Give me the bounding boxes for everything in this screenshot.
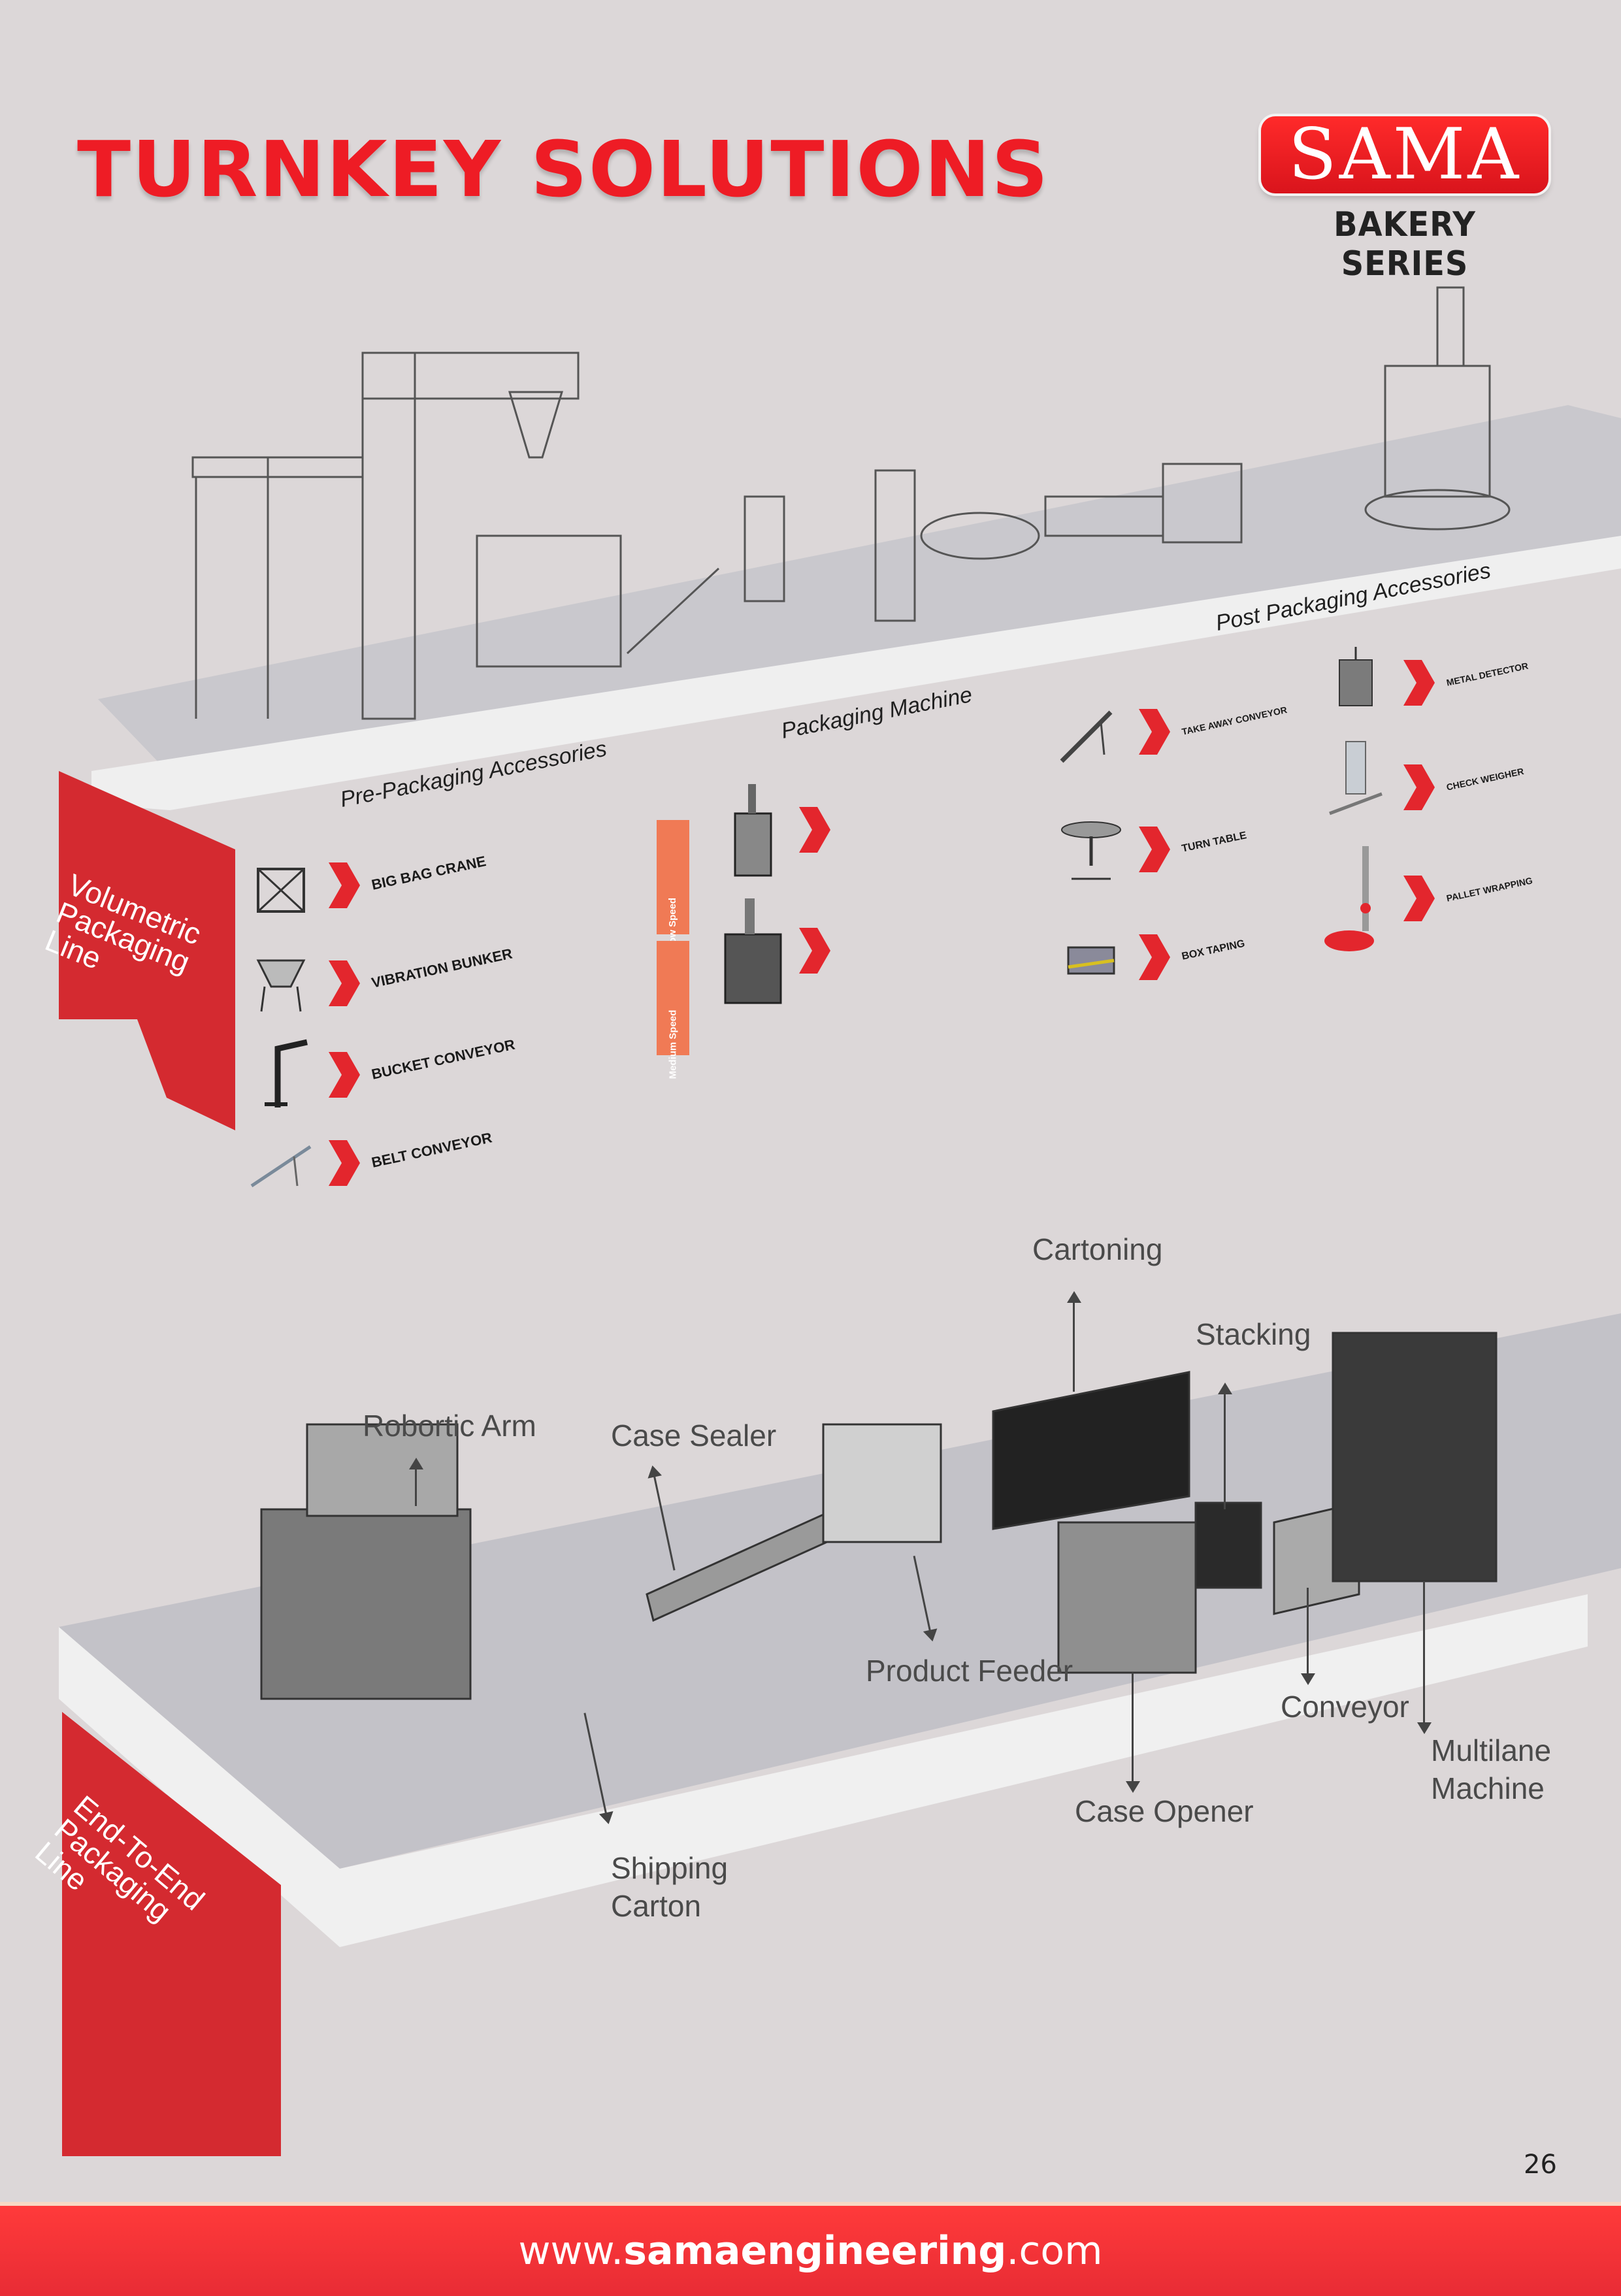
bunker-icon xyxy=(245,947,317,1019)
callout-shipping-line-2: Carton xyxy=(611,1889,702,1923)
chevron-right-icon xyxy=(1403,764,1435,810)
lower-platform-top xyxy=(59,1313,1621,1869)
chevron-right-icon xyxy=(329,960,360,1006)
pre-item-big-bag-crane[interactable]: BIG BAG CRANE xyxy=(245,849,488,921)
arrow-up-icon xyxy=(1067,1291,1081,1392)
speed-tag-low: Low Speed xyxy=(657,820,689,949)
lower-ribbon xyxy=(62,1712,281,2156)
chevron-right-icon xyxy=(1139,827,1170,872)
arrow-down-icon xyxy=(1417,1581,1432,1734)
packaging-machine-icon xyxy=(715,784,787,877)
arrow-up-icon xyxy=(409,1458,423,1506)
packaging-machine-icon xyxy=(715,898,787,1004)
callout-multilane-machine: Multilane Machine xyxy=(1431,1731,1551,1807)
callout-cartoning: Cartoning xyxy=(1032,1232,1163,1266)
item-label: METAL DETECTOR xyxy=(1445,660,1530,688)
pallet-wrapping-icon xyxy=(1320,846,1392,951)
chevron-right-icon xyxy=(1403,876,1435,921)
arrow-down-icon xyxy=(1301,1588,1315,1685)
upper-platform-top xyxy=(98,405,1621,778)
logo-badge: SAMA xyxy=(1261,116,1548,193)
logo-brand: SAMA xyxy=(1288,114,1522,195)
post-item-metal-detector[interactable]: METAL DETECTOR xyxy=(1320,647,1530,719)
end-to-end-machinery-drawing xyxy=(260,1332,1498,1700)
page-title: TURNKEY SOLUTIONS xyxy=(77,124,1050,214)
callout-case-sealer: Case Sealer xyxy=(611,1419,777,1452)
metal-detector-icon xyxy=(1320,647,1392,719)
website-link[interactable]: www.samaengineering.com xyxy=(518,2228,1103,2274)
callout-robotic-arm: Robortic Arm xyxy=(363,1409,536,1443)
bucket-conveyor-icon xyxy=(245,1039,317,1111)
item-label: BOX TAPING xyxy=(1181,938,1246,962)
crane-icon xyxy=(245,849,317,921)
post-item-take-away-conveyor[interactable]: TAKE AWAY CONVEYOR xyxy=(1055,696,1289,768)
chevron-right-icon xyxy=(1139,709,1170,755)
chevron-right-icon xyxy=(1139,934,1170,980)
post-item-box-taping[interactable]: BOX TAPING xyxy=(1055,921,1246,993)
chevron-right-icon xyxy=(799,807,830,853)
chevron-right-icon xyxy=(799,928,830,974)
callout-case-opener: Case Opener xyxy=(1075,1794,1254,1828)
post-item-check-weigher[interactable]: CHECK WEIGHER xyxy=(1320,741,1526,823)
brand-logo: SAMA BAKERY SERIES xyxy=(1261,116,1548,284)
chevron-right-icon xyxy=(329,1052,360,1098)
pre-item-bucket-conveyor[interactable]: BUCKET CONVEYOR xyxy=(245,1036,518,1111)
page-number: 26 xyxy=(1524,2150,1557,2180)
belt-conveyor-icon xyxy=(245,1127,317,1199)
volumetric-machinery-drawing xyxy=(191,286,1511,720)
item-label: VIBRATION BUNKER xyxy=(370,945,514,991)
post-item-pallet-wrapping[interactable]: PALLET WRAPPING xyxy=(1320,846,1534,951)
item-label: CHECK WEIGHER xyxy=(1445,766,1525,793)
chevron-right-icon xyxy=(1403,660,1435,706)
lower-platform-edge xyxy=(59,1594,1588,1947)
take-away-conveyor-icon xyxy=(1055,696,1127,768)
pre-item-belt-conveyor[interactable]: BELT CONVEYOR xyxy=(245,1127,495,1199)
post-item-turn-table[interactable]: TURN TABLE xyxy=(1055,813,1248,885)
callout-shipping-line-1: Shipping xyxy=(611,1851,729,1885)
turn-table-icon xyxy=(1055,813,1127,885)
arrow-up-icon xyxy=(1218,1383,1232,1509)
machine-item-low-speed[interactable] xyxy=(715,784,842,877)
check-weigher-icon xyxy=(1320,741,1392,823)
chevron-right-icon xyxy=(329,862,360,908)
callout-product-feeder: Product Feeder xyxy=(866,1654,1073,1688)
speed-tag-medium: Medium Speed xyxy=(657,941,689,1079)
callout-conveyor: Conveyor xyxy=(1281,1690,1409,1724)
item-label: TURN TABLE xyxy=(1181,830,1248,855)
pre-item-vibration-bunker[interactable]: VIBRATION BUNKER xyxy=(245,945,516,1019)
item-label: BUCKET CONVEYOR xyxy=(370,1036,517,1083)
callout-stacking: Stacking xyxy=(1196,1317,1311,1351)
footer-bar: www.samaengineering.com xyxy=(0,2202,1621,2296)
item-label: BELT CONVEYOR xyxy=(370,1129,494,1171)
item-label: TAKE AWAY CONVEYOR xyxy=(1181,704,1288,737)
box-taping-icon xyxy=(1055,921,1127,993)
item-label: PALLET WRAPPING xyxy=(1445,875,1534,904)
callout-shipping-carton: Shipping Carton xyxy=(611,1849,728,1925)
upper-ribbon xyxy=(59,771,235,1130)
callout-multilane-line-1: Multilane xyxy=(1431,1733,1552,1767)
arrow-down-icon xyxy=(1126,1673,1140,1793)
machine-item-medium-speed[interactable] xyxy=(715,898,842,1004)
callout-multilane-line-2: Machine xyxy=(1431,1771,1545,1805)
logo-subtitle: BAKERY SERIES xyxy=(1334,205,1476,284)
chevron-right-icon xyxy=(329,1140,360,1186)
item-label: BIG BAG CRANE xyxy=(370,853,488,893)
upper-platform-edge xyxy=(91,536,1621,810)
